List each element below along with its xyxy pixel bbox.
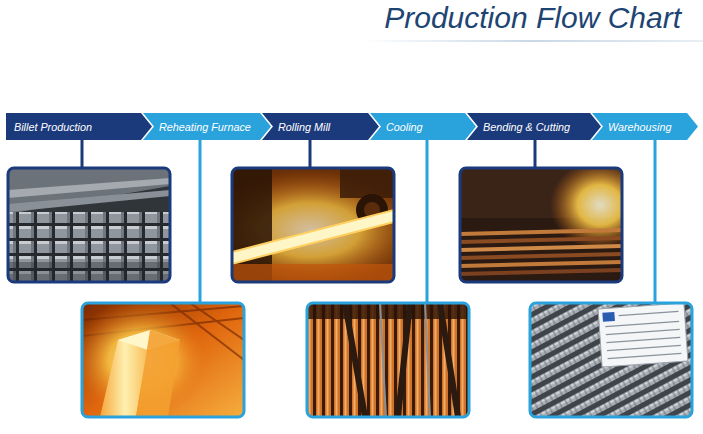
chevron-shape	[143, 113, 271, 140]
photo-frame	[232, 168, 394, 282]
rolling-mill-photo	[232, 210, 394, 264]
chevron-shape	[592, 113, 698, 140]
chevron-shape	[370, 113, 476, 140]
warehouse-photo	[605, 321, 679, 326]
step-label: Rolling Mill	[278, 121, 330, 133]
billet-photo	[8, 168, 170, 214]
step-text-box: Reheating Furnace	[143, 113, 271, 140]
chevron-shape	[370, 113, 476, 140]
chart-title: Production Flow Chart	[384, 1, 681, 35]
billet-photo	[8, 190, 170, 212]
step-label: Billet Production	[14, 121, 92, 133]
leader-line	[199, 139, 202, 303]
rolling-mill-photo	[340, 168, 394, 198]
step-label: Warehousing	[608, 121, 671, 133]
warehouse-photo	[608, 353, 682, 358]
cooling-photo	[307, 303, 469, 417]
warehouse-photo	[602, 307, 681, 358]
warehouse-photo	[530, 303, 692, 417]
bending-photo	[460, 262, 622, 266]
warehouse-photo	[606, 337, 680, 342]
step-label: Reheating Furnace	[159, 121, 251, 133]
leader-line	[309, 139, 312, 168]
process-step: Cooling	[370, 113, 476, 140]
leader-line	[426, 139, 429, 303]
warehouse-photo	[530, 303, 692, 417]
billet-photo	[8, 212, 170, 282]
step-label: Bending & Cutting	[483, 121, 570, 133]
leader-line	[654, 139, 657, 303]
warehouse-photo	[606, 329, 680, 334]
warehouse-photo	[602, 312, 615, 322]
chevron-shape	[6, 113, 152, 140]
cooling-photo	[380, 303, 430, 417]
bending-photo	[460, 238, 622, 242]
cooling-photo	[345, 303, 365, 417]
photo-frame	[307, 303, 469, 417]
cooling-photo	[345, 303, 458, 417]
process-step: Rolling Mill	[262, 113, 379, 140]
rolling-mill-photo	[232, 264, 394, 282]
step-text-box: Rolling Mill	[262, 113, 379, 140]
step-text-box: Cooling	[370, 113, 476, 140]
billet-photo	[8, 168, 170, 282]
furnace-photo	[82, 303, 244, 417]
warehouse-photo	[605, 311, 682, 358]
cooling-photo	[398, 303, 410, 417]
warehouse-photo	[607, 345, 681, 350]
photo-frame	[530, 303, 692, 417]
bending-photo	[460, 254, 622, 258]
bending-photo	[460, 246, 622, 250]
photo-frame	[8, 168, 170, 282]
furnace-photo	[136, 330, 180, 417]
bending-photo	[460, 168, 622, 282]
bending-photo	[460, 230, 622, 234]
rolling-mill-photo	[232, 168, 394, 282]
process-step: Billet Production	[6, 113, 152, 140]
bending-photo	[460, 230, 622, 274]
billet-photo	[8, 262, 170, 282]
process-step: Reheating Furnace	[143, 113, 271, 140]
process-step: Bending & Cutting	[467, 113, 601, 140]
step-text-box: Bending & Cutting	[467, 113, 601, 140]
leader-line	[534, 139, 537, 168]
cooling-photo	[425, 303, 430, 417]
cooling-photo	[380, 303, 386, 417]
billet-photo	[8, 168, 170, 282]
step-label: Cooling	[386, 121, 423, 133]
cooling-photo	[440, 303, 458, 417]
title-rule	[360, 40, 703, 42]
process-step: Warehousing	[592, 113, 698, 140]
warehouse-photo	[598, 303, 688, 367]
chevron-shape	[262, 113, 379, 140]
photo-frame	[460, 168, 622, 282]
step-text-box: Warehousing	[592, 113, 698, 140]
chevron-shape	[467, 113, 601, 140]
step-text-box: Billet Production	[6, 113, 152, 140]
cooling-photo	[307, 303, 469, 417]
photo-frame	[82, 303, 244, 417]
bending-photo	[460, 270, 622, 274]
leader-line	[81, 139, 84, 168]
warehouse-photo	[619, 311, 679, 315]
furnace-photo	[82, 303, 210, 417]
